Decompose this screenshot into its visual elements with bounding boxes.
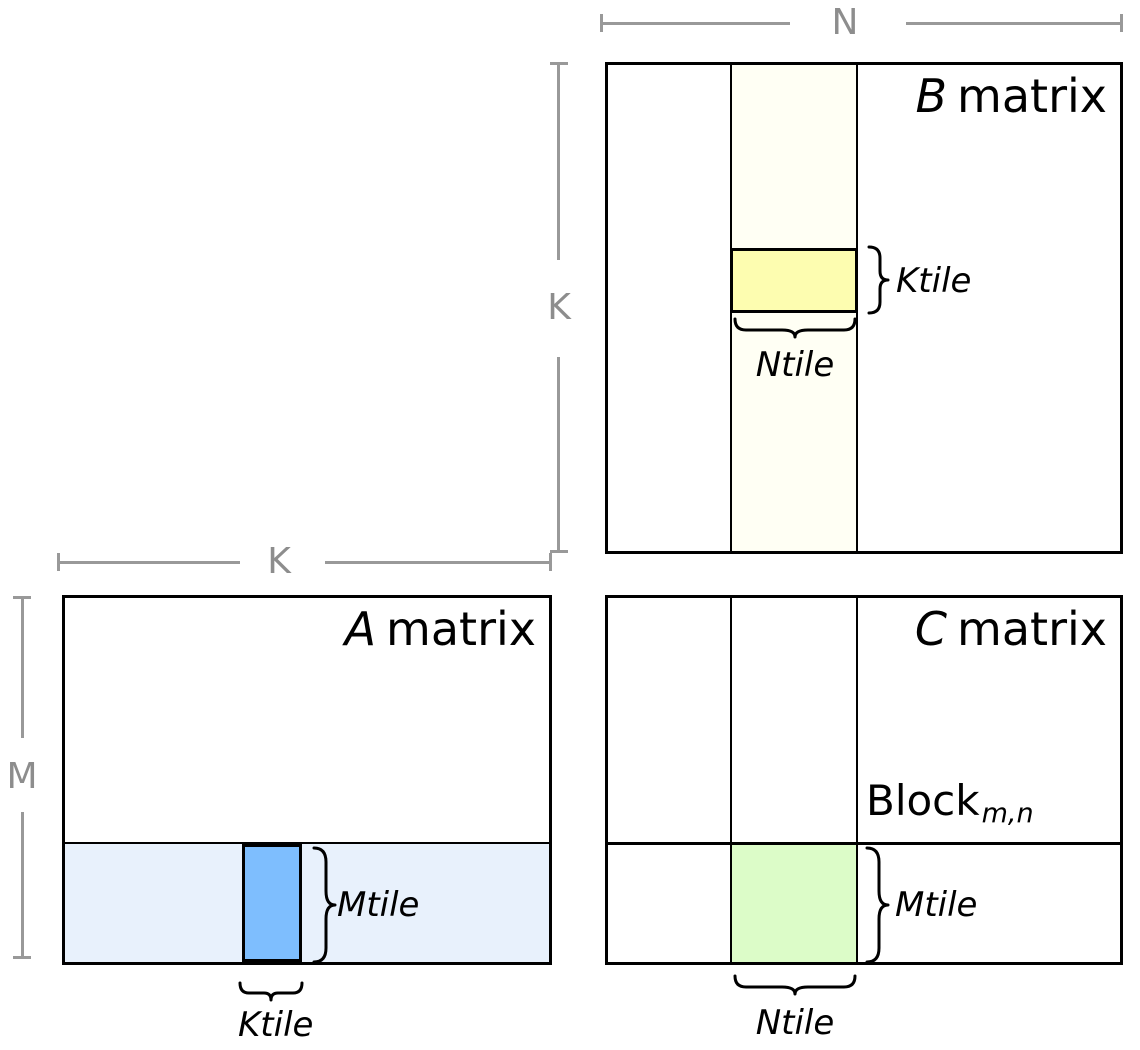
n-line-tick-right	[1120, 14, 1123, 32]
b-k-line-tick-top	[550, 62, 568, 65]
a-k-line-segment-right	[325, 561, 552, 564]
a-matrix-word: matrix	[386, 602, 536, 656]
b-ntile-label: Ntile	[755, 345, 835, 385]
a-k-line-tick-left	[57, 553, 60, 571]
m-line-tick-bottom	[13, 956, 31, 959]
b-k-line-tick-bottom	[550, 550, 568, 553]
b-k-line-segment-bottom	[557, 357, 560, 553]
c-block-label: Blockm,n	[866, 776, 1034, 829]
m-line-segment-top	[21, 598, 24, 738]
c-block-label-base: Block	[866, 776, 980, 825]
c-mtile-ntile-tile	[730, 842, 858, 962]
c-block-label-subscript: m,n	[981, 798, 1034, 829]
c-block-column-right-line	[856, 598, 858, 962]
b-k-line-segment-top	[557, 63, 560, 260]
a-mtile-row-strip	[65, 842, 549, 962]
b-ktile-ntile-tile	[730, 248, 858, 313]
c-matrix-letter: C	[914, 602, 948, 656]
m-line-segment-bottom	[21, 812, 24, 958]
c-block-row-line	[608, 842, 1120, 845]
a-k-line-tick-right	[549, 553, 552, 571]
c-block-column-left-line	[730, 598, 732, 962]
m-line-tick-top	[13, 596, 31, 599]
a-mtile-ktile-tile	[242, 844, 302, 962]
c-mtile-brace	[865, 846, 890, 964]
a-matrix-letter: A	[344, 602, 377, 656]
n-line-tick-left	[600, 14, 603, 32]
a-k-line-segment-left	[58, 561, 240, 564]
b-ktile-label: Ktile	[896, 261, 972, 301]
a-ktile-underbrace	[238, 981, 304, 1002]
b-ktile-brace	[867, 245, 890, 315]
c-ntile-underbrace	[733, 974, 857, 996]
b-ntile-underbrace	[733, 317, 857, 339]
a-mtile-brace	[312, 846, 337, 964]
m-dimension-label: M	[6, 756, 38, 797]
a-ktile-label: Ktile	[238, 1005, 314, 1045]
b-matrix-letter: B	[915, 69, 948, 123]
n-line-segment-right	[906, 22, 1122, 25]
c-matrix-word: matrix	[957, 602, 1107, 656]
b-matrix-word: matrix	[957, 69, 1107, 123]
b-k-dimension-label: K	[547, 287, 571, 328]
c-ntile-label: Ntile	[755, 1003, 835, 1043]
n-dimension-label: N	[831, 2, 859, 43]
a-mtile-label: Mtile	[337, 885, 420, 925]
c-mtile-label: Mtile	[895, 885, 978, 925]
a-k-dimension-label: K	[267, 541, 291, 582]
n-line-segment-left	[602, 22, 790, 25]
